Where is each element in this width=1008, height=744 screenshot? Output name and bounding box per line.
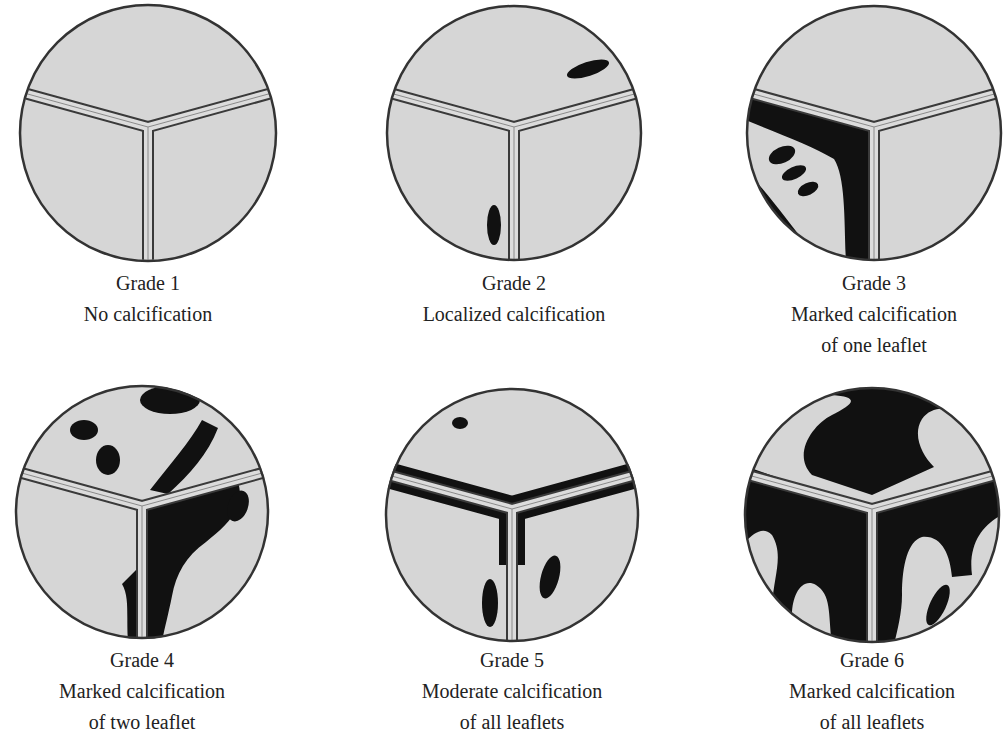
grade-label: Grade 3	[785, 268, 963, 299]
caption-group: Grade 6Marked calcification of all leafl…	[783, 645, 961, 738]
grade-label: Grade 6	[783, 645, 961, 676]
grade-label: Grade 2	[384, 268, 644, 299]
grade-description: Moderate calcification of all leaflets	[415, 676, 609, 738]
valve-grade4	[16, 386, 268, 642]
valve-grade3	[746, 6, 1001, 263]
grade-description: Localized calcification	[384, 299, 644, 330]
caption-group: Grade 2Localized calcification	[384, 268, 644, 330]
grade-description: Marked calcification of all leaflets	[783, 676, 961, 738]
grade-description: Marked calcification of one leaflet	[785, 299, 963, 361]
valve-grade1	[20, 5, 276, 263]
valve-grade5	[386, 389, 638, 645]
caption-group: Grade 5Moderate calcification of all lea…	[415, 645, 609, 738]
grade-description: Marked calcification of two leaflet	[53, 676, 231, 738]
caption-group: Grade 4Marked calcification of two leafl…	[53, 645, 231, 738]
grade-description: No calcification	[18, 299, 278, 330]
grade-label: Grade 1	[18, 268, 278, 299]
grade-label: Grade 4	[53, 645, 231, 676]
valve-grade2	[387, 6, 641, 263]
caption-group: Grade 3Marked calcification of one leafl…	[785, 268, 963, 361]
caption-group: Grade 1No calcification	[18, 268, 278, 330]
grade-label: Grade 5	[415, 645, 609, 676]
valve-grade6	[742, 385, 1002, 645]
